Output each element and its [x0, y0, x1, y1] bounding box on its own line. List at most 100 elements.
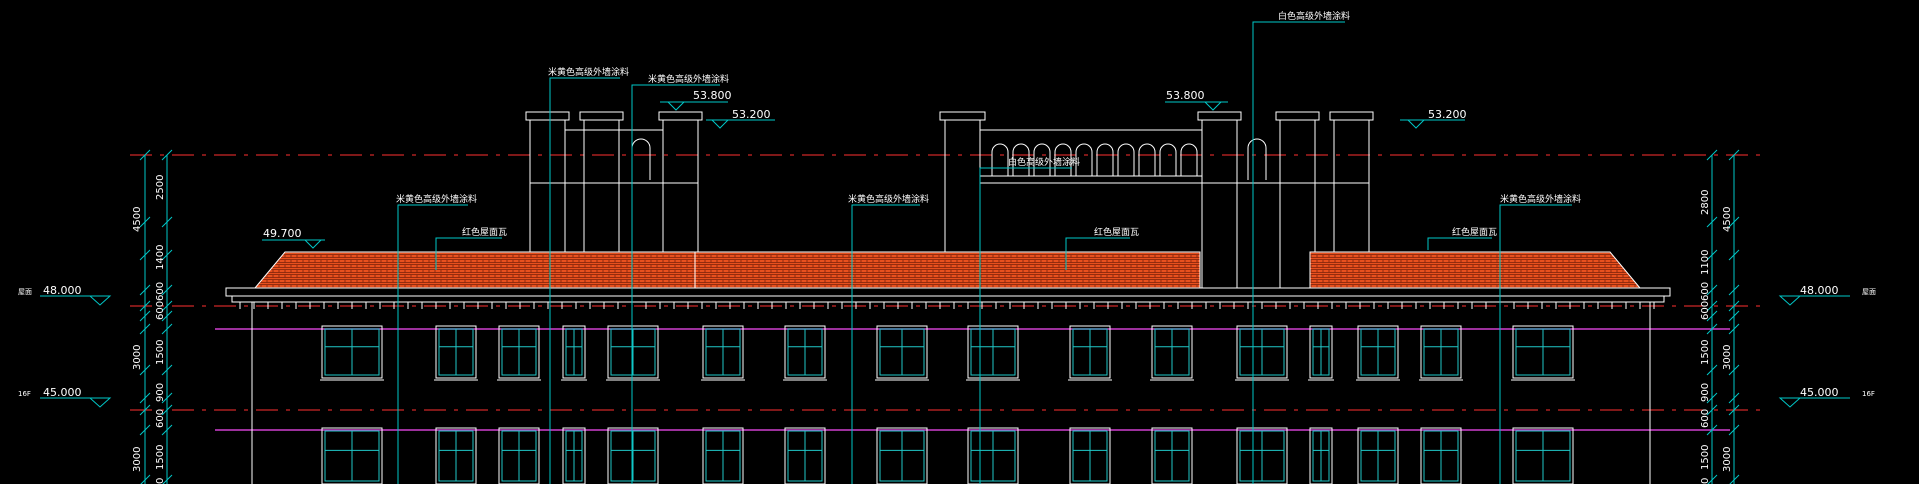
window-frame — [607, 325, 659, 379]
dim-left-900: 900 — [155, 383, 166, 402]
left-tower-arch — [631, 138, 651, 180]
level-mark-eave — [262, 239, 325, 249]
level-mark-right-tower-top — [1165, 101, 1228, 111]
dimension-lines — [139, 149, 1740, 484]
window-frame — [967, 427, 1019, 484]
dim-right-600a: 600 — [1700, 282, 1711, 301]
arcade-arch — [991, 143, 1009, 176]
dimension-tick — [1728, 149, 1740, 161]
dimension-tick — [1728, 284, 1740, 296]
dimension-tick — [139, 404, 151, 416]
dimension-tick — [1728, 404, 1740, 416]
level-right-tower-top: 53.800 — [1166, 89, 1205, 102]
dimension-tick — [161, 404, 173, 416]
leader-left-roof-paint — [397, 204, 468, 484]
leader-center-arcade — [979, 167, 1072, 484]
dim-left-600c: 600 — [155, 409, 166, 428]
dimension-tick — [1706, 310, 1718, 322]
label-left-tower-2: 米黄色高级外墙涂料 — [648, 73, 729, 85]
dimension-tick — [161, 284, 173, 296]
window-frame — [1236, 427, 1288, 484]
arcade-arch — [1138, 143, 1156, 176]
level-floor16-left: 45.000 — [43, 386, 82, 399]
leader-center-roof-paint — [851, 204, 920, 484]
dimension-tick — [1706, 392, 1718, 404]
dim-left-600a: 600 — [155, 282, 166, 301]
dimension-tick — [161, 310, 173, 322]
window-frame — [435, 325, 477, 379]
dimension-values-left: 4500 2500 1400 600 600 1500 3000 900 600… — [132, 175, 166, 484]
level-values: 53.800 53.200 53.800 53.200 49.700 48.00… — [43, 89, 1839, 399]
dimension-tick — [140, 474, 151, 484]
level-mark-right-tower-mid — [1400, 119, 1465, 129]
arcade-arch — [1033, 143, 1051, 176]
leader-left-roof-tile — [435, 237, 502, 270]
window-frame — [321, 325, 383, 379]
dim-right-600b: 600 — [1700, 301, 1711, 320]
dim-right-0: 0 — [1700, 478, 1711, 484]
dimension-tick — [1728, 392, 1740, 404]
dimension-tick — [1706, 216, 1718, 228]
window-frame — [1512, 325, 1574, 379]
arcade-arch — [1180, 143, 1198, 176]
dim-right-3000: 3000 — [1722, 345, 1733, 370]
dimension-tick — [139, 149, 151, 161]
dimension-tick — [139, 392, 151, 404]
right-tower-arch — [1247, 138, 1267, 180]
dim-left-total: 4500 — [132, 207, 143, 232]
window-frame — [1512, 427, 1574, 484]
dimension-tick — [1728, 300, 1740, 312]
right-tower-cap-3 — [1329, 111, 1374, 121]
tag-roof-left: 屋面 — [18, 288, 32, 296]
leader-right-roof-paint — [1499, 204, 1572, 484]
window-frame — [784, 427, 826, 484]
dim-right-1500b: 1500 — [1700, 445, 1711, 470]
dimension-tick — [161, 323, 173, 335]
dimension-tick — [139, 323, 151, 335]
dimension-tick — [161, 249, 173, 261]
dim-right-2800: 2800 — [1700, 190, 1711, 215]
tag-floor16-left: 16F — [18, 390, 31, 398]
arcade-arch — [1012, 143, 1030, 176]
material-labels: 白色高级外墙涂料 米黄色高级外墙涂料 米黄色高级外墙涂料 白色高级外墙涂料 米黄… — [396, 10, 1581, 238]
window-frame — [607, 427, 659, 484]
window-frame — [562, 325, 586, 379]
arcade-arch — [1054, 143, 1072, 176]
dimension-tick — [161, 300, 173, 312]
dimension-tick — [162, 474, 173, 484]
window-frame — [435, 427, 477, 484]
tower-outlines — [525, 111, 1374, 289]
dimension-tick — [1729, 474, 1740, 484]
cornice — [225, 287, 1671, 484]
dimension-tick — [1706, 300, 1718, 312]
level-markers — [40, 101, 1850, 408]
dimension-tick — [1728, 424, 1740, 436]
arcade-arch — [1159, 143, 1177, 176]
label-top-center: 白色高级外墙涂料 — [1278, 10, 1350, 22]
dimension-tick — [139, 216, 151, 228]
leader-left-tower-1 — [549, 77, 620, 484]
dimension-tick — [161, 424, 173, 436]
dimension-tick — [1706, 404, 1718, 416]
tag-roof-right: 屋面 — [1862, 288, 1876, 296]
center-roof-tiles — [694, 251, 1201, 289]
label-left-roof-paint: 米黄色高级外墙涂料 — [396, 193, 477, 205]
label-left-tower-1: 米黄色高级外墙涂料 — [548, 66, 629, 78]
window-frame — [1357, 427, 1399, 484]
label-center-roof-paint: 米黄色高级外墙涂料 — [848, 193, 929, 205]
roofs — [253, 251, 1642, 289]
right-tower-cap-1 — [1197, 111, 1242, 121]
dimension-tick — [139, 424, 151, 436]
dimension-ticks — [139, 149, 1740, 484]
arcade-arch — [1075, 143, 1093, 176]
dimension-tick — [161, 216, 173, 228]
level-mark-roof-left — [40, 295, 112, 306]
window-frame — [1151, 325, 1193, 379]
level-mark-floor16-right — [1778, 397, 1850, 408]
dim-left-1500b: 1500 — [155, 445, 166, 470]
left-tower-cap-3 — [658, 111, 703, 121]
level-mark-left-tower-mid — [706, 119, 775, 129]
dim-left-1400: 1400 — [155, 245, 166, 270]
leader-center-roof-tile — [1065, 237, 1130, 270]
